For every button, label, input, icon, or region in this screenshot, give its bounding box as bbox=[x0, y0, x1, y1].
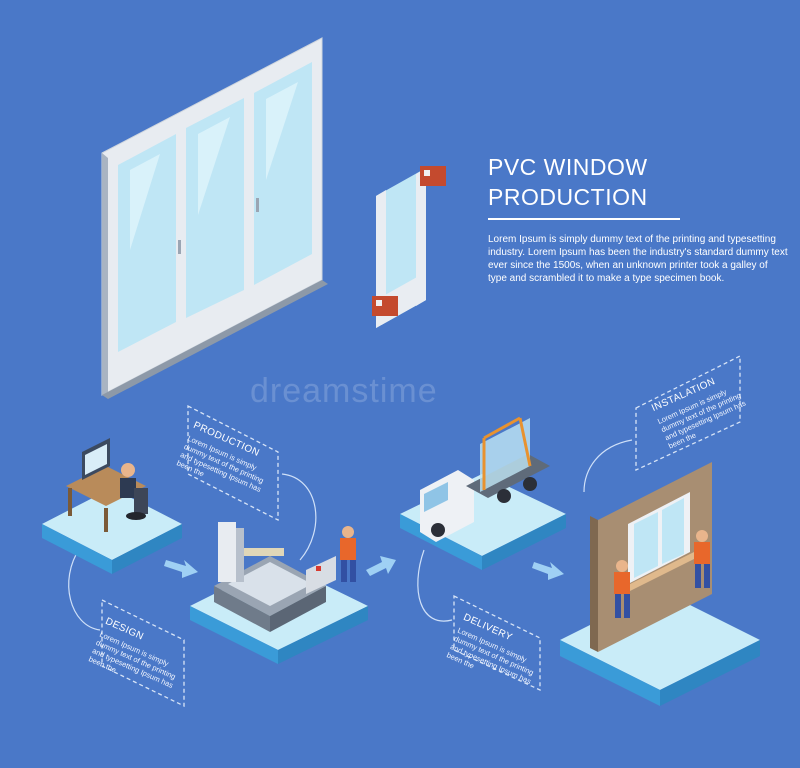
window-pane-glare bbox=[130, 154, 160, 250]
title-line-1: PVC WINDOW bbox=[488, 154, 648, 180]
window-frame-depth bbox=[102, 153, 108, 398]
installation-platform bbox=[560, 462, 760, 706]
window-frame-bottom bbox=[102, 280, 328, 399]
delivery-note-box bbox=[453, 594, 541, 692]
window-pane-glare-3 bbox=[266, 82, 298, 180]
window-pane-glare-2 bbox=[198, 117, 230, 215]
window-handle-left bbox=[178, 240, 181, 254]
design-platform bbox=[42, 438, 182, 574]
window-handle-right bbox=[256, 198, 259, 212]
design-note-box bbox=[101, 598, 185, 708]
note-boxes bbox=[101, 354, 741, 708]
pvc-window-illustration bbox=[101, 37, 328, 399]
connector-lines bbox=[68, 439, 633, 631]
arrow-delivery-to-install bbox=[532, 562, 564, 580]
delivery-platform bbox=[400, 416, 566, 570]
arrow-design-to-production bbox=[164, 560, 198, 578]
profile-section-illustration bbox=[372, 166, 446, 328]
production-note-box bbox=[187, 404, 279, 522]
title-divider bbox=[488, 218, 680, 220]
production-platform bbox=[190, 522, 368, 664]
installation-note-box bbox=[635, 354, 741, 472]
page-description: Lorem Ipsum is simply dummy text of the … bbox=[488, 234, 788, 284]
watermark-text: dreamstime bbox=[250, 372, 438, 410]
flow-arrows bbox=[164, 556, 564, 580]
arrow-production-to-delivery bbox=[366, 556, 396, 576]
page-title: PVC WINDOW PRODUCTION bbox=[488, 152, 648, 212]
title-line-2: PRODUCTION bbox=[488, 184, 648, 210]
